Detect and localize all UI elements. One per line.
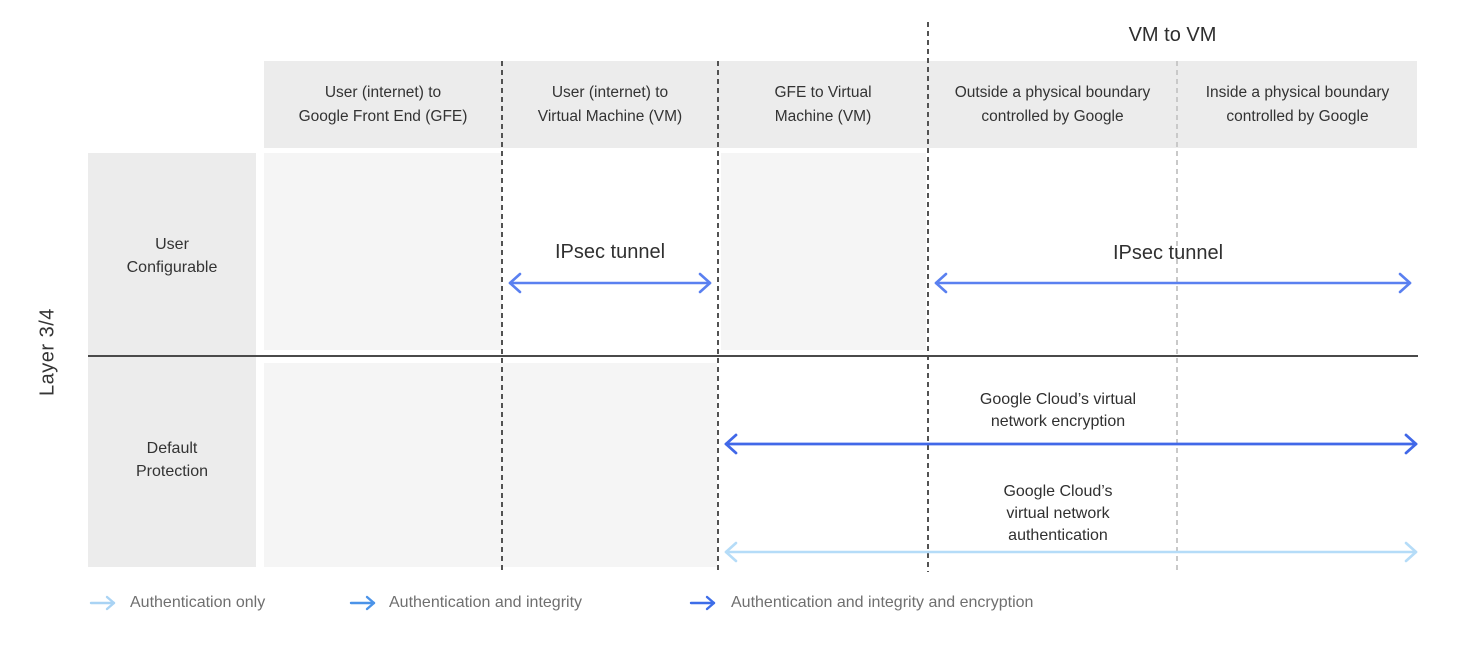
row-label-line: Default	[146, 440, 198, 457]
ipsec-tunnel-arrow-user-vm	[508, 272, 712, 294]
header-line: User (internet) to	[551, 83, 669, 101]
ipsec-tunnel-label-user-vm: IPsec tunnel	[554, 241, 666, 263]
column-header-inside-boundary: Inside a physical boundary controlled by…	[1178, 61, 1417, 148]
header-line: Inside a physical boundary	[1205, 83, 1390, 101]
legend-label-authentication-integrity-encryption: Authentication and integrity and encrypt…	[731, 594, 1034, 611]
legend-label-authentication-integrity: Authentication and integrity	[389, 594, 583, 611]
header-line: controlled by Google	[1226, 107, 1369, 125]
vm-to-vm-group-header: VM to VM	[1128, 24, 1217, 46]
authentication-integrity-encryption-arrow-icon	[689, 595, 716, 611]
legend-label-authentication-only: Authentication only	[130, 594, 266, 611]
row-divider-line	[88, 355, 1418, 357]
header-line: GFE to Virtual	[774, 83, 872, 101]
header-line: Machine (VM)	[774, 107, 872, 125]
row-label-line: Protection	[135, 463, 209, 480]
column-header-outside-boundary: Outside a physical boundary controlled b…	[929, 61, 1176, 148]
row-label-line: Configurable	[126, 259, 218, 276]
authentication-only-arrow-icon	[89, 595, 116, 611]
column-header-gfe-to-vm: GFE to Virtual Machine (VM)	[719, 61, 927, 148]
authentication-integrity-arrow-icon	[349, 595, 376, 611]
row-label-line: User	[155, 236, 189, 253]
annotation-line: authentication	[1008, 527, 1108, 544]
dashed-divider-gfe-vm-vm-vm	[927, 22, 929, 572]
annotation-line: virtual network	[1006, 505, 1110, 522]
header-line: Outside a physical boundary	[954, 83, 1151, 101]
header-line: Google Front End (GFE)	[298, 107, 468, 125]
row-label-user-configurable: User Configurable	[88, 233, 256, 279]
cell-gfe-vm-user-configurable	[721, 153, 926, 350]
cell-default-protection-left	[264, 363, 717, 567]
column-header-user-to-vm: User (internet) to Virtual Machine (VM)	[503, 61, 717, 148]
dashed-divider-user-gfe-user-vm	[501, 61, 503, 572]
virtual-network-encryption-label: Google Cloud’s virtual network encryptio…	[898, 389, 1218, 433]
ipsec-tunnel-arrow-vm-vm	[934, 272, 1412, 294]
column-header-user-to-gfe: User (internet) to Google Front End (GFE…	[264, 61, 502, 148]
virtual-network-encryption-arrow	[724, 433, 1418, 455]
virtual-network-authentication-arrow	[724, 541, 1418, 563]
dashed-divider-user-vm-gfe-vm	[717, 61, 719, 572]
annotation-line: network encryption	[990, 413, 1126, 430]
column-header-band	[264, 61, 1417, 148]
annotation-line: Google Cloud’s	[1003, 483, 1113, 500]
row-label-column	[88, 153, 256, 567]
cell-user-gfe-user-configurable	[264, 153, 502, 350]
header-line: controlled by Google	[981, 107, 1124, 125]
ipsec-tunnel-label-vm-vm: IPsec tunnel	[1112, 242, 1224, 264]
dashed-divider-outside-inside	[1176, 61, 1178, 572]
row-label-default-protection: Default Protection	[88, 437, 256, 483]
header-line: Virtual Machine (VM)	[537, 107, 683, 125]
header-line: User (internet) to	[324, 83, 442, 101]
virtual-network-authentication-label: Google Cloud’s virtual network authentic…	[898, 481, 1218, 547]
layer-3-4-axis-label: Layer 3/4	[36, 308, 59, 396]
annotation-line: Google Cloud’s virtual	[979, 391, 1137, 408]
